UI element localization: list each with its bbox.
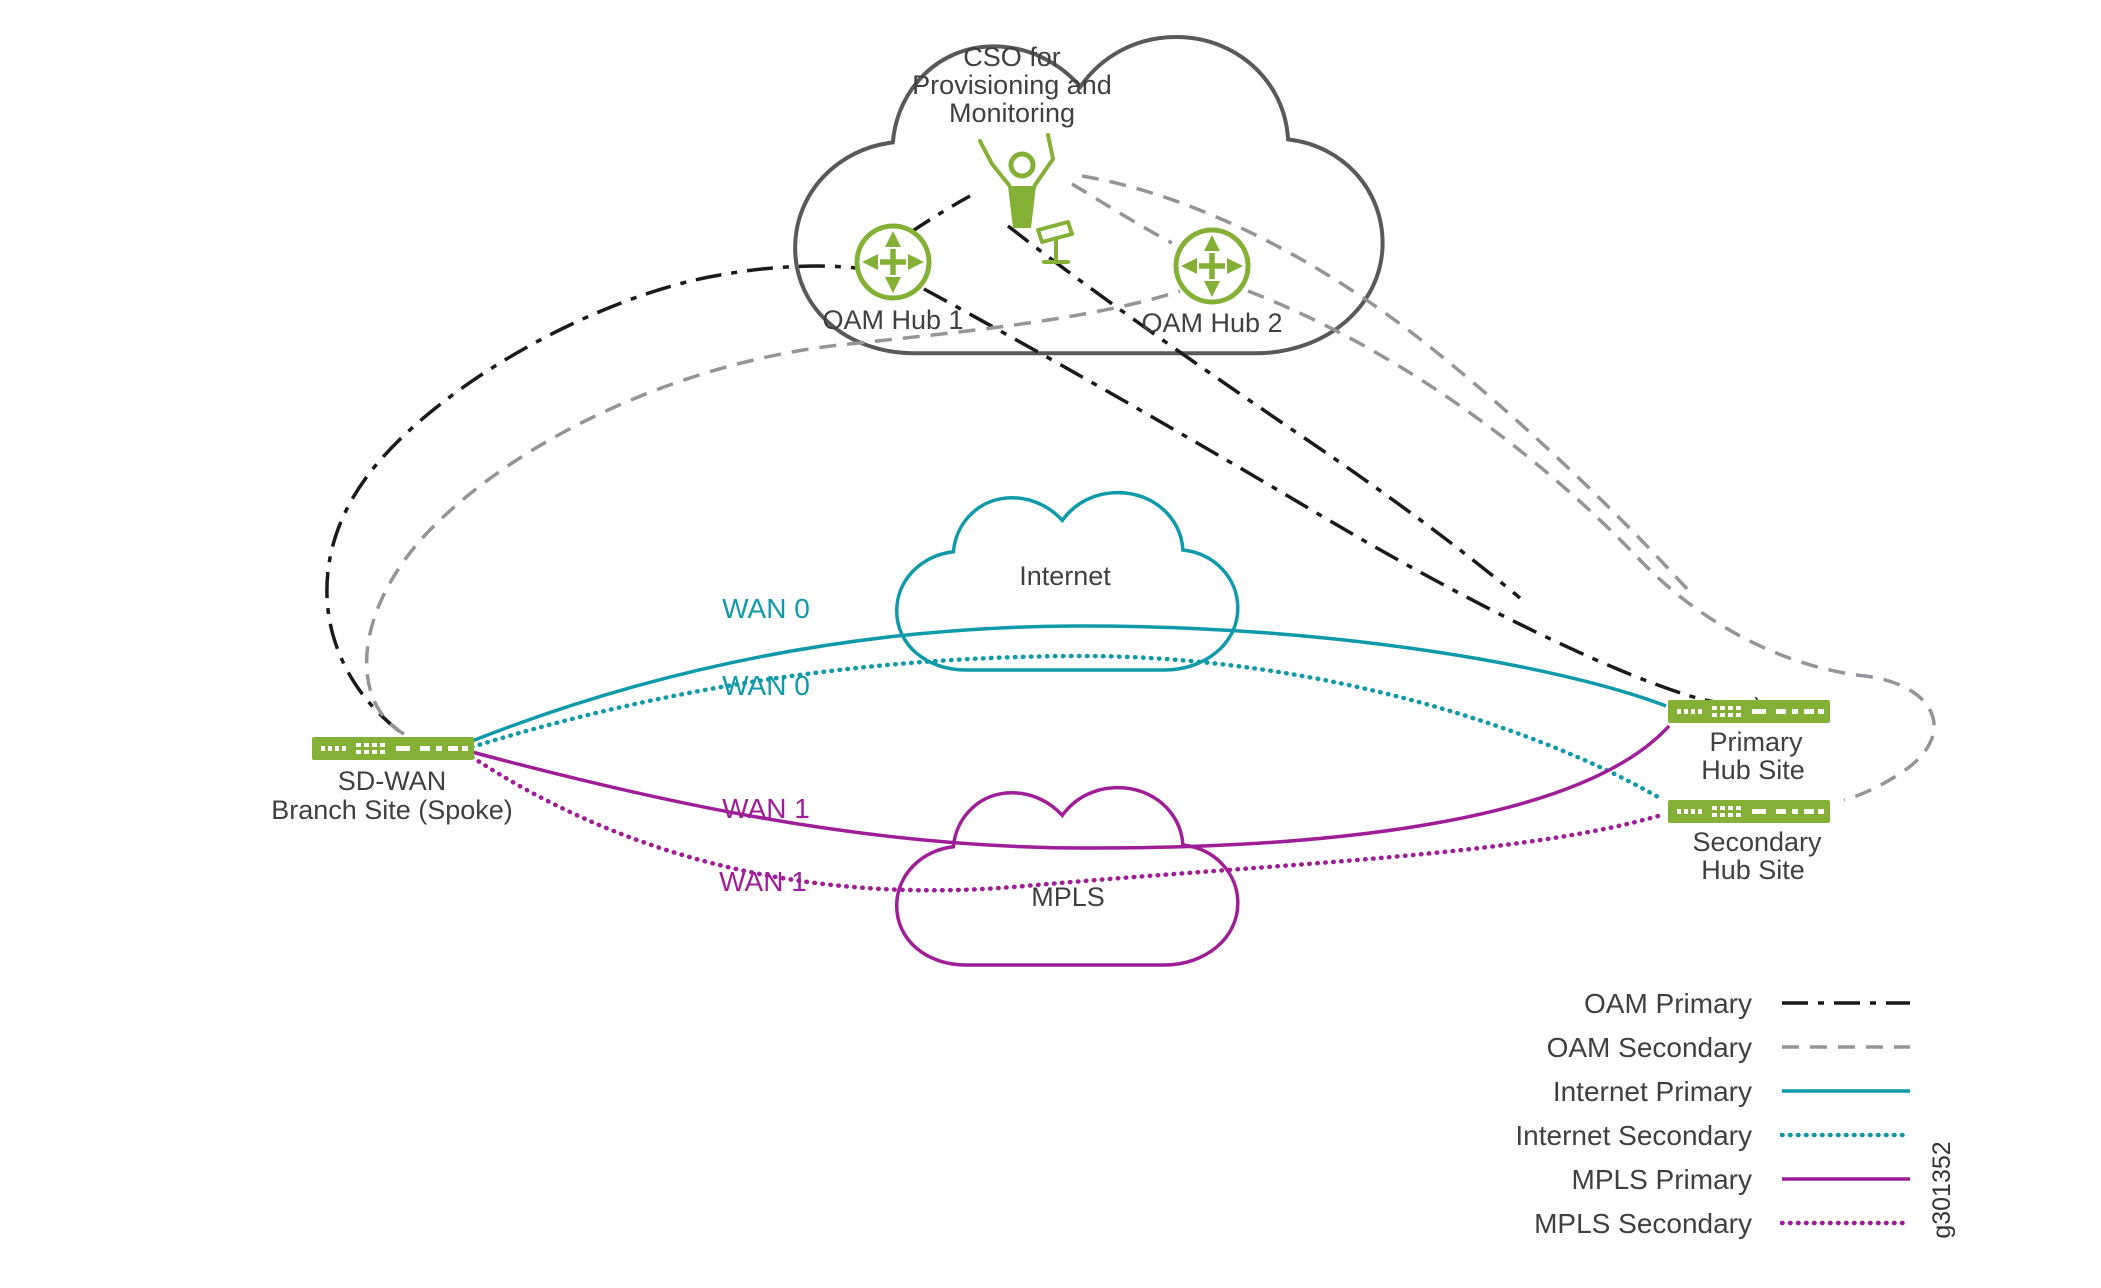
legend-item-mpls-primary: MPLS Primary	[1572, 1164, 1910, 1195]
oam-hub1-label: OAM Hub 1	[822, 305, 963, 335]
legend-item-oam-primary: OAM Primary	[1584, 988, 1910, 1019]
oam-hub2-label: OAM Hub 2	[1141, 308, 1282, 338]
primary-hub-label-line2: Hub Site	[1701, 755, 1805, 785]
cso-cloud-label-line3: Monitoring	[949, 98, 1075, 128]
legend-item-oam-secondary: OAM Secondary	[1547, 1032, 1910, 1063]
oam-secondary-link-branch-to-hub2	[364, 289, 1181, 736]
primary-hub-label-line1: Primary	[1710, 727, 1803, 757]
legend-label-oam-primary: OAM Primary	[1584, 988, 1752, 1019]
oam-primary-link-hub1-to-cso	[907, 194, 971, 236]
legend: OAM Primary OAM Secondary Internet Prima…	[1515, 988, 1913, 1239]
internet-primary-link-wan0	[471, 624, 1667, 743]
secondary-hub-label-line1: Secondary	[1692, 827, 1822, 857]
oam-secondary-link-cso-branch-segment	[1081, 174, 1690, 592]
legend-label-mpls-secondary: MPLS Secondary	[1534, 1208, 1752, 1239]
figure-id-label: g301352	[1928, 1141, 1956, 1238]
internet-cloud-label: Internet	[1019, 561, 1111, 591]
wan1-primary-label: WAN 1	[722, 793, 810, 824]
mpls-cloud-label: MPLS	[1031, 882, 1105, 912]
legend-item-mpls-secondary: MPLS Secondary	[1534, 1208, 1913, 1239]
oam-secondary-link-cso-to-hub2	[1071, 182, 1173, 245]
mpls-secondary-link-wan1	[469, 754, 1668, 893]
oam-primary-link-hub1-to-primary-hub	[923, 287, 1759, 706]
cso-cloud-label-line1: CSO for	[963, 42, 1061, 72]
oam-secondary-link-hub2-to-secondary-hub	[1247, 289, 1936, 802]
wan0-secondary-label: WAN 0	[722, 670, 810, 701]
cso-cloud-label-line2: Provisioning and	[912, 70, 1112, 100]
secondary-hub-switch-device	[1668, 800, 1830, 823]
legend-label-mpls-primary: MPLS Primary	[1572, 1164, 1752, 1195]
primary-hub-switch-device	[1668, 700, 1830, 723]
branch-site-label-line1: SD-WAN	[338, 766, 447, 796]
oam-primary-link-branch-to-hub1	[325, 264, 857, 733]
branch-switch-device	[312, 737, 474, 760]
mpls-cloud-outline	[895, 785, 1240, 967]
branch-site-label-line2: Branch Site (Spoke)	[271, 795, 513, 825]
legend-item-internet-secondary: Internet Secondary	[1515, 1120, 1913, 1151]
legend-item-internet-primary: Internet Primary	[1553, 1076, 1910, 1107]
wan1-secondary-label: WAN 1	[719, 866, 807, 897]
internet-secondary-link-wan0	[469, 653, 1666, 803]
secondary-hub-label-line2: Hub Site	[1701, 855, 1805, 885]
wan0-primary-label: WAN 0	[722, 593, 810, 624]
legend-label-oam-secondary: OAM Secondary	[1547, 1032, 1752, 1063]
legend-label-internet-secondary: Internet Secondary	[1515, 1120, 1752, 1151]
legend-label-internet-primary: Internet Primary	[1553, 1076, 1752, 1107]
oam-hub2-router-icon	[1176, 230, 1248, 302]
oam-hub1-router-icon	[857, 226, 929, 298]
mpls-primary-link-wan1	[471, 724, 1671, 850]
